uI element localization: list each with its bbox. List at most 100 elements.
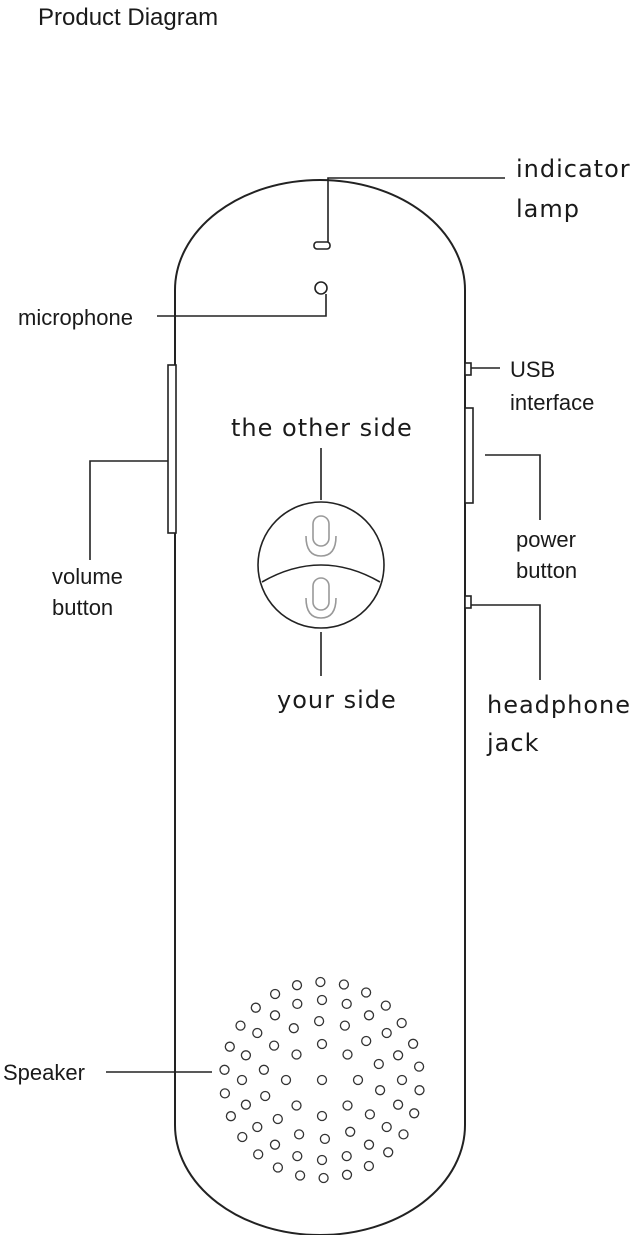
speaker-hole [363, 1010, 375, 1021]
speaker-hole [341, 998, 352, 1010]
speaker-hole [316, 994, 328, 1006]
speaker-hole [224, 1041, 235, 1052]
headphone-jack-port [464, 595, 472, 609]
speaker-hole [269, 1139, 281, 1150]
speaker-hole [338, 979, 350, 990]
speaker-grille [219, 976, 425, 1184]
speaker-hole [352, 1074, 364, 1086]
other-side-mic-icon [305, 515, 337, 557]
power-button [464, 407, 474, 504]
speaker-hole [316, 1154, 328, 1166]
speaker-hole [253, 1149, 264, 1160]
speaker-hole [291, 980, 303, 991]
indicator-lamp-label-line1: indicator [516, 155, 631, 183]
speaker-hole [396, 1017, 407, 1029]
usb-interface-label-line2: interface [510, 390, 594, 415]
speaker-hole [237, 1131, 248, 1143]
usb-interface-label-line1: USB [510, 357, 555, 382]
speaker-hole [272, 1113, 283, 1125]
volume-button-leader [89, 460, 168, 560]
speaker-hole [225, 1111, 237, 1122]
your-side-mic-icon [305, 577, 337, 619]
speaker-hole [219, 1064, 230, 1075]
speaker-hole [409, 1108, 420, 1119]
speaker-hole [292, 1150, 303, 1162]
power-button-leader [485, 454, 541, 520]
speaker-hole [363, 1160, 375, 1172]
speaker-hole [280, 1074, 292, 1086]
speaker-hole [381, 1027, 392, 1039]
translate-button-divider [261, 564, 381, 583]
speaker-hole [316, 1074, 328, 1086]
speaker-hole [373, 1058, 384, 1070]
speaker-label: Speaker [3, 1060, 85, 1085]
speaker-hole [342, 1049, 353, 1060]
speaker-hole [294, 1170, 306, 1181]
speaker-hole [315, 976, 326, 988]
speaker-hole [250, 1002, 261, 1013]
headphone-jack-label-line1: headphone [487, 691, 631, 719]
speaker-hole [364, 1109, 376, 1120]
speaker-hole [363, 1139, 375, 1150]
speaker-hole [383, 1147, 394, 1158]
speaker-hole [392, 1099, 404, 1110]
speaker-hole [407, 1038, 419, 1049]
power-button-label-line2: button [516, 558, 577, 583]
speaker-hole [291, 1049, 302, 1060]
microphone-label: microphone [18, 305, 133, 330]
usb-interface-port [464, 362, 472, 376]
speaker-hole [360, 987, 372, 998]
speaker-hole [313, 1015, 325, 1027]
speaker-hole [316, 1110, 328, 1122]
indicator-lamp-leader [327, 177, 505, 242]
speaker-hole [260, 1090, 271, 1102]
other-side-label: the other side [231, 414, 413, 442]
speaker-hole [396, 1074, 408, 1086]
microphone-leader [157, 294, 327, 317]
speaker-hole [236, 1074, 248, 1086]
speaker-hole [339, 1020, 351, 1031]
speaker-hole [268, 1040, 280, 1051]
volume-button-label-line2: button [52, 595, 113, 620]
speaker-hole [288, 1023, 299, 1034]
speaker-hole [361, 1035, 372, 1047]
speaker-hole [318, 1172, 329, 1184]
speaker-hole [341, 1169, 353, 1180]
speaker-hole [345, 1126, 356, 1137]
speaker-hole [240, 1050, 252, 1061]
volume-button [167, 364, 177, 534]
headphone-jack-label-line2: jack [486, 729, 539, 757]
power-button-label-line1: power [516, 527, 576, 552]
speaker-hole [219, 1088, 231, 1099]
speaker-hole [235, 1020, 246, 1031]
speaker-hole [269, 988, 281, 1000]
translate-buttons [257, 501, 385, 629]
speaker-hole [292, 998, 303, 1010]
speaker-hole [269, 1010, 281, 1021]
device-body [174, 179, 466, 1235]
speaker-hole [381, 1121, 392, 1133]
speaker-hole [240, 1099, 252, 1110]
speaker-hole [392, 1050, 404, 1061]
your-side-label: your side [277, 686, 397, 714]
speaker-hole [414, 1085, 425, 1096]
speaker-hole [380, 1000, 391, 1011]
indicator-lamp-label-line2: lamp [516, 195, 580, 223]
speaker-hole [272, 1162, 284, 1173]
microphone-hole [314, 281, 328, 295]
speaker-hole [293, 1129, 305, 1140]
speaker-hole [252, 1121, 263, 1133]
speaker-hole [319, 1133, 331, 1145]
speaker-hole [341, 1150, 352, 1162]
headphone-jack-leader [471, 604, 541, 680]
speaker-hole [252, 1027, 263, 1039]
indicator-lamp [313, 241, 331, 250]
speaker-hole [413, 1061, 425, 1072]
speaker-hole [291, 1100, 302, 1111]
speaker-hole [398, 1129, 409, 1140]
speaker-hole [342, 1100, 353, 1111]
volume-button-label-line1: volume [52, 564, 123, 589]
speaker-hole [258, 1064, 270, 1075]
diagram-title: Product Diagram [38, 4, 218, 31]
